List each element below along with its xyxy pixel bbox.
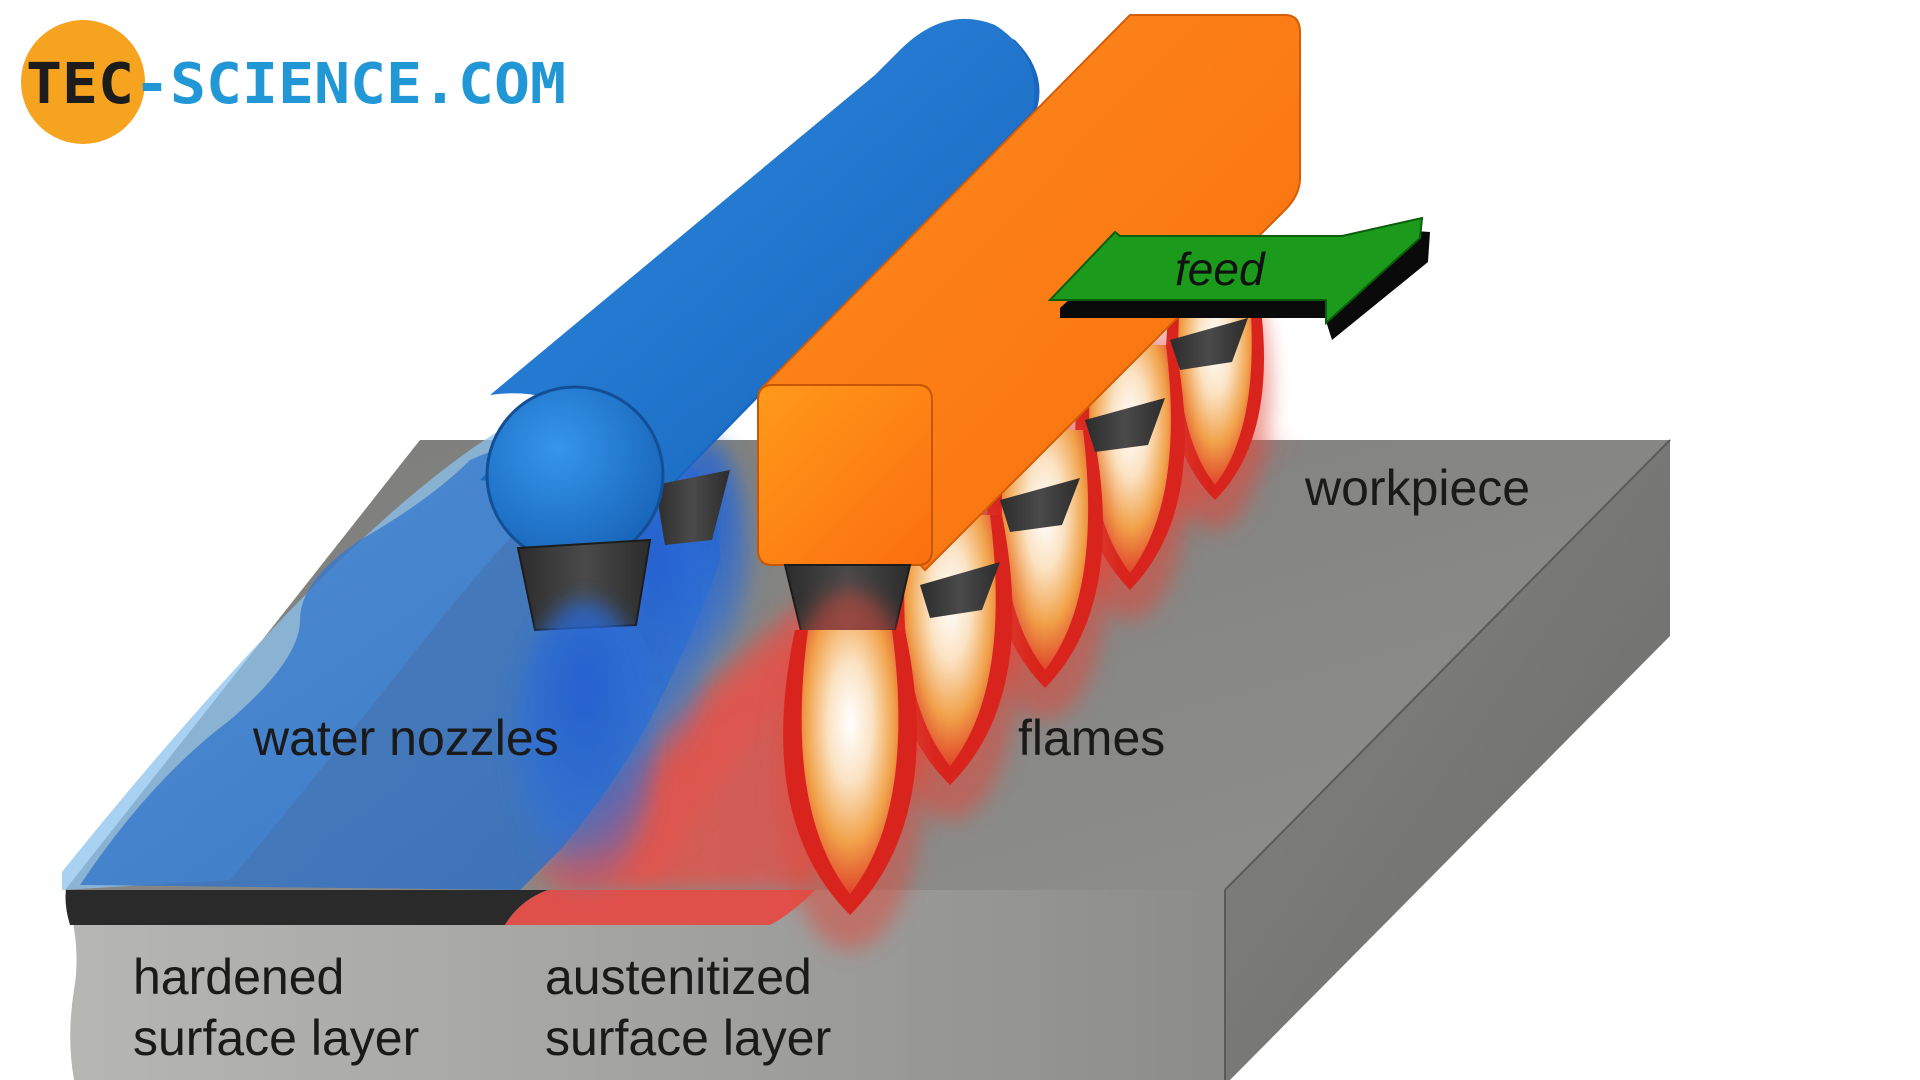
label-austenitized-line1: austenitized [545, 949, 812, 1005]
feed-label: feed [1175, 243, 1266, 295]
water-nozzle-bar [480, 18, 1040, 632]
workpiece-front-face [65, 890, 1225, 1080]
hardened-layer-band [65, 890, 548, 925]
water-bar-body [490, 18, 1035, 495]
water-nozzle-front [516, 538, 652, 632]
tec-science-logo: TEC-SCIENCE.COM [21, 20, 566, 144]
burner-bar-end-face [757, 384, 933, 566]
logo-text-science: -SCIENCE [134, 52, 422, 117]
label-hardened-line2: surface layer [133, 1010, 419, 1066]
label-hardened-line1: hardened [133, 949, 344, 1005]
logo-text: TEC-SCIENCE.COM [26, 52, 566, 117]
label-flames: flames [1018, 710, 1165, 766]
label-workpiece: workpiece [1304, 460, 1530, 516]
water-spray-front [515, 600, 655, 900]
label-austenitized-line2: surface layer [545, 1010, 831, 1066]
water-bar-end-cap [485, 385, 665, 565]
logo-text-tec: TEC [26, 52, 134, 117]
logo-circle [21, 20, 145, 144]
feed-arrow: feed [1047, 216, 1430, 340]
flame-1 [775, 590, 925, 950]
label-water-nozzles: water nozzles [252, 710, 559, 766]
feed-arrow-body [1047, 216, 1424, 326]
workpiece-side-face [1225, 440, 1670, 1080]
water-nozzle-back [655, 470, 730, 545]
logo-text-com: .COM [422, 52, 566, 117]
austenitized-layer-band [505, 890, 815, 925]
